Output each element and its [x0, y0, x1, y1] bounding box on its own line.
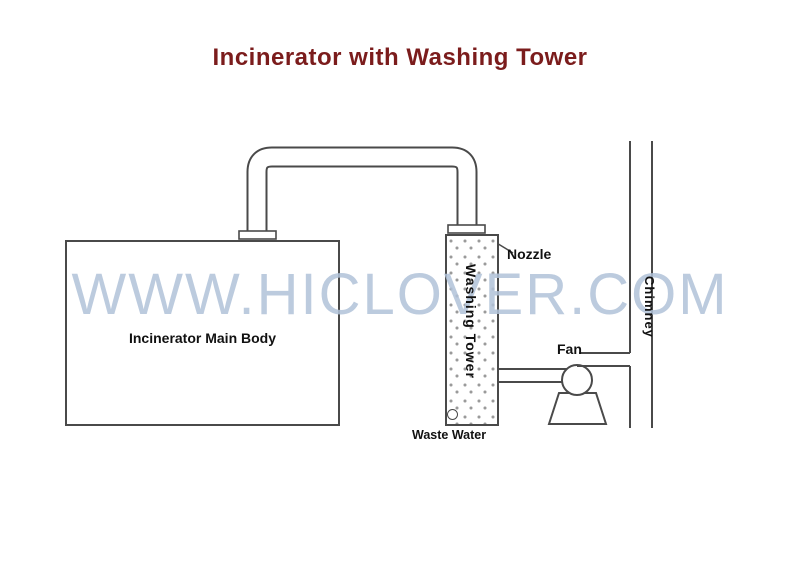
tower-flange — [447, 224, 486, 234]
fan-label: Fan — [557, 341, 582, 357]
page-title: Incinerator with Washing Tower — [212, 44, 588, 71]
waste-water-label: Waste Water — [412, 428, 487, 442]
washing-tower-label: Washing Tower — [463, 264, 479, 379]
incinerator-main-body — [65, 240, 340, 426]
chimney-label: Chimney — [642, 276, 657, 338]
nozzle-label: Nozzle — [507, 246, 552, 262]
washing-tower — [445, 234, 499, 426]
chimney-walls — [629, 141, 653, 428]
fan-housing — [547, 392, 608, 425]
fan-to-chimney-pipe — [577, 352, 630, 367]
watermark: WWW.HICLOVER.COM — [71, 262, 729, 327]
incinerator-label: Incinerator Main Body — [128, 330, 277, 346]
fan-circle-icon — [561, 364, 593, 396]
incinerator-flange — [238, 230, 277, 240]
flue-duct — [238, 146, 486, 240]
waste-water-drain-icon — [447, 409, 458, 420]
